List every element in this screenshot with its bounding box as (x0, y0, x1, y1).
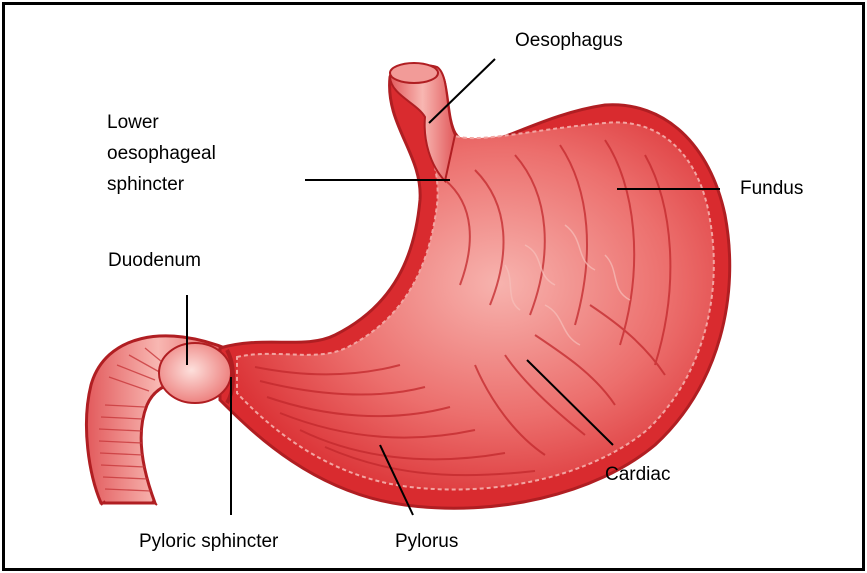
label-lower-oesophageal-sphincter: Lower oesophageal sphincter (107, 107, 216, 200)
pyloric-bulb (159, 343, 233, 403)
stomach-body (220, 65, 730, 508)
stomach-diagram (5, 5, 865, 571)
label-cardiac: Cardiac (605, 459, 670, 490)
label-oesophagus: Oesophagus (515, 25, 623, 56)
label-pyloric-sphincter: Pyloric sphincter (139, 526, 278, 557)
label-duodenum: Duodenum (108, 245, 201, 276)
label-pylorus: Pylorus (395, 526, 458, 557)
label-fundus: Fundus (740, 173, 803, 204)
